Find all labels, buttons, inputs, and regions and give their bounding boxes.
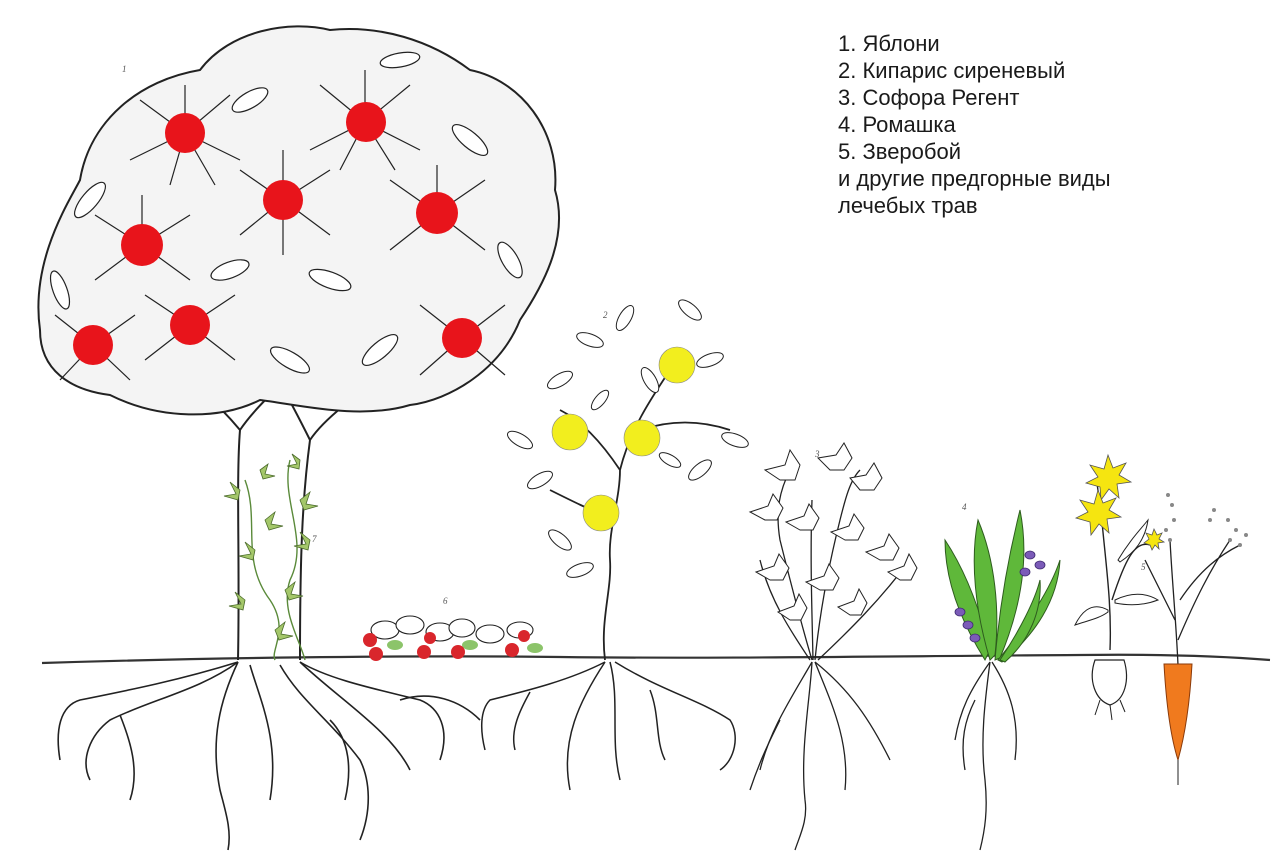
legend-item-sophora: 3. Софора Регент xyxy=(838,84,1258,111)
strawberry-fruit xyxy=(369,647,383,661)
yellow-flower xyxy=(1086,455,1131,500)
plant-tag: 4 xyxy=(962,502,967,512)
yellow-flower xyxy=(1076,490,1121,535)
apple-fruit xyxy=(416,192,458,234)
strawberry-fruit xyxy=(518,630,530,642)
strawberry-fruit xyxy=(424,632,436,644)
yellow-fruit-tree: 2 xyxy=(482,296,750,790)
plant-tag: 7 xyxy=(312,534,317,544)
plant-legend: 1. Яблони 2. Кипарис сиреневый 3. Софора… xyxy=(838,30,1258,219)
plant-tag: 5 xyxy=(1141,562,1146,572)
green-bell-plant: 4 xyxy=(945,502,1060,850)
yellow-fruit xyxy=(552,414,588,450)
green-leaves xyxy=(945,510,1060,662)
plant-tag: 2 xyxy=(603,310,608,320)
carrot-root xyxy=(1164,664,1192,760)
strawberry-fruit xyxy=(363,633,377,647)
legend-item-chamomile: 4. Ромашка xyxy=(838,111,1258,138)
carrot-seed-heads xyxy=(1164,493,1248,547)
yellow-flower-plant xyxy=(1075,455,1164,720)
legend-note-line2: лечебых трав xyxy=(838,192,1258,219)
apple-fruit xyxy=(121,224,163,266)
yellow-fruit xyxy=(659,347,695,383)
leafy-shrub-leaves xyxy=(750,443,917,620)
apple-fruit xyxy=(73,325,113,365)
yellow-fruit xyxy=(624,420,660,456)
legend-item-st-johns-wort: 5. Зверобой xyxy=(838,138,1258,165)
apple-fruit xyxy=(263,180,303,220)
yellow-fruits xyxy=(552,347,695,531)
legend-item-apple: 1. Яблони xyxy=(838,30,1258,57)
strawberry-fruit xyxy=(505,643,519,657)
yellow-fruit-tree-roots xyxy=(482,662,735,790)
strawberry-fruit xyxy=(451,645,465,659)
apple-fruit xyxy=(442,318,482,358)
apple-fruit xyxy=(165,113,205,153)
apple-tree-roots xyxy=(58,662,480,850)
yellow-fruit xyxy=(583,495,619,531)
bulb xyxy=(1092,660,1126,705)
ground-line xyxy=(42,655,1270,663)
yellow-flower-leaves xyxy=(1075,520,1158,625)
apple-fruit xyxy=(170,305,210,345)
apple-tree: 1 xyxy=(38,26,559,850)
strawberry-fruit xyxy=(417,645,431,659)
legend-item-cypress: 2. Кипарис сиреневый xyxy=(838,57,1258,84)
yellow-flowers xyxy=(1076,455,1164,550)
plant-tag: 1 xyxy=(122,64,127,74)
leafy-shrub-roots xyxy=(750,662,890,850)
plant-tag: 6 xyxy=(443,596,448,606)
yellow-flower xyxy=(1144,529,1164,550)
legend-note-line1: и другие предгорные виды xyxy=(838,165,1258,192)
apple-fruit xyxy=(346,102,386,142)
plant-tag: 3 xyxy=(814,449,820,459)
leafy-shrub: 3 xyxy=(750,443,917,850)
green-bell-plant-roots xyxy=(955,662,1016,850)
strawberry-plants: 6 xyxy=(363,596,543,661)
